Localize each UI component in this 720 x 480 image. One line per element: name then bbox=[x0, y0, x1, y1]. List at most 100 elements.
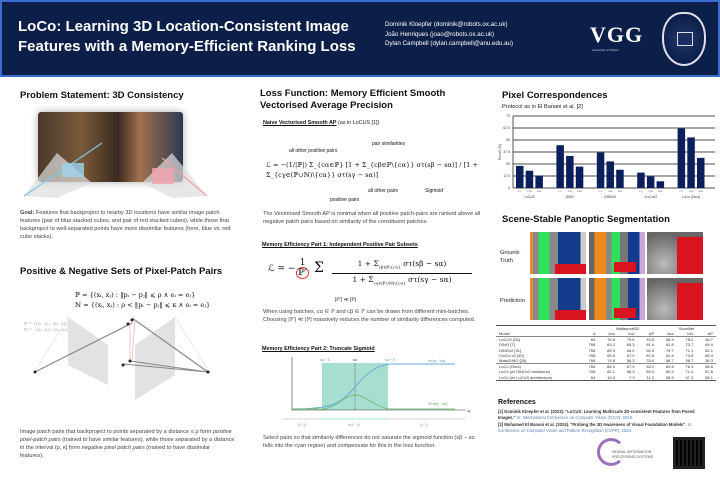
table-cell: 58.7 bbox=[665, 358, 674, 364]
diagram-positive-set: ℙ = {(x₁, x₂), (x₃, x₄)} bbox=[24, 321, 70, 326]
goal-text: Goal: Features that backproject to nearb… bbox=[20, 209, 235, 241]
category-label: CroCov2 bbox=[644, 195, 657, 199]
pairs-heading: Positive & Negative Sets of Pixel-Patch … bbox=[20, 266, 223, 277]
table-cell: 58.7 bbox=[685, 358, 694, 364]
vgg-logo-subtitle: University of Oxford bbox=[592, 48, 619, 52]
seg-image-pred-2 bbox=[589, 278, 645, 320]
col-header: IoU bbox=[687, 331, 694, 336]
plot-label-right: sα + δ bbox=[385, 358, 395, 362]
reference-2: [2] Mohamed El Banani et al. (2024). "Pr… bbox=[498, 422, 703, 435]
smooth-ap-description: The Vectorised Smooth AP is minimal when… bbox=[263, 211, 481, 225]
table-cell: 79.7 bbox=[665, 347, 674, 353]
table-cell: LoCo (w/ DINOv2 backbone) bbox=[499, 369, 551, 375]
vgg-logo: VGG bbox=[590, 22, 644, 47]
table-cell: 65.9 bbox=[607, 347, 615, 353]
references-heading: References bbox=[498, 399, 536, 406]
bar-sub-label: 30/60 bbox=[577, 191, 582, 193]
table-cell: 58.9 bbox=[665, 374, 674, 380]
caption-part: (trained to have dissimilar features). bbox=[20, 445, 211, 459]
bar-sub-label: 30/60 bbox=[537, 191, 542, 193]
bar-sub-label: 15/30 bbox=[567, 191, 572, 193]
goal-body: Features that backproject to nearby 3D l… bbox=[20, 210, 231, 240]
range-left: [0, 0] bbox=[298, 423, 306, 427]
x-axis-label: sγ bbox=[467, 409, 471, 413]
title-line-2: Features with a Memory-Efficient Ranking… bbox=[18, 38, 356, 55]
qr-code-icon[interactable] bbox=[673, 437, 705, 469]
bar bbox=[556, 145, 564, 188]
naive-label-row: Naive Vectorised Smooth AP (as in LoCUS … bbox=[263, 120, 379, 126]
caption-part: Image patch pairs that backproject to po… bbox=[20, 429, 213, 435]
poster-header bbox=[0, 0, 720, 77]
part2-label: Memory Efficiency Part 2: Truncate Sigmo… bbox=[262, 346, 375, 352]
bar bbox=[677, 128, 686, 188]
bar-sub-label: 0°/1° bbox=[518, 191, 522, 193]
naive-suffix: (as in LoCUS [1]) bbox=[336, 120, 380, 126]
bar bbox=[687, 137, 695, 188]
sigmoid-gradient-curve bbox=[292, 394, 455, 410]
bar bbox=[616, 169, 624, 188]
bar-sub-label: 0°/1° bbox=[679, 191, 683, 193]
bar-sub-label: 15/30 bbox=[689, 191, 694, 193]
y-tick-label: 50 bbox=[506, 138, 510, 142]
author-2: João Henriques (joao@robots.ox.ac.uk) bbox=[385, 30, 495, 38]
neurips-logo-text: NEURAL INFORMATION PROCESSING SYSTEMS bbox=[612, 450, 654, 459]
bar-sub-label: 15/30 bbox=[527, 191, 532, 193]
table-cell: 86.0 bbox=[607, 364, 615, 370]
table-cell: 768 bbox=[588, 358, 596, 364]
table-cell: 76.3 bbox=[685, 364, 694, 370]
author-list: Dominik Kloepfer (dominik@robots.ox.ac.u… bbox=[385, 20, 513, 49]
bar bbox=[656, 181, 665, 188]
naive-label: Naive Vectorised Smooth AP bbox=[263, 120, 337, 126]
table-cell: 36.3 bbox=[705, 358, 713, 364]
col-header: IoU bbox=[628, 331, 635, 336]
negative-set-formula: ℕ = {(xᵢ, xⱼ) : ρ < ‖pᵢ − pⱼ‖ ⩽ κ ∧ eᵢ =… bbox=[75, 301, 211, 309]
table-cell: 65.2 bbox=[607, 342, 615, 348]
table-cell: 84.2 bbox=[646, 364, 655, 370]
table-cell: 65.5 bbox=[607, 352, 615, 358]
table-cell: 67.9 bbox=[626, 364, 635, 370]
table-cell: 66.7 bbox=[705, 337, 713, 342]
table-cell: 79.6 bbox=[626, 337, 635, 342]
part2-text: Select pairs so that similarity differen… bbox=[263, 435, 475, 449]
table-cell: 81.6 bbox=[646, 342, 655, 348]
table-cell: 80.0 bbox=[646, 369, 655, 375]
table-cell: 87.8 bbox=[705, 369, 713, 375]
part1-label: Memory Efficiency Part 1: Independent Po… bbox=[262, 242, 418, 248]
table-cell: 40.5 bbox=[646, 337, 655, 342]
correspondences-heading: Pixel Correspondences bbox=[502, 90, 608, 101]
y-tick-label: 62.5 bbox=[503, 126, 510, 130]
table-cell: 87.8 bbox=[646, 352, 655, 358]
table-cell: 80.4 bbox=[665, 369, 674, 375]
seg-image-gt-3 bbox=[647, 232, 703, 274]
goal-label: Goal: bbox=[20, 210, 35, 216]
plot-label-mid: sα bbox=[353, 358, 357, 362]
table-cell: LoCUS [26] bbox=[499, 337, 520, 342]
reference-1-text: [1] Dominik Kloepfer et al. (2023). "LoC… bbox=[498, 409, 695, 421]
table-cell: 71.4 bbox=[685, 369, 694, 375]
table-cell: 47.3 bbox=[685, 374, 694, 380]
bar-sub-label: 15/30 bbox=[648, 191, 653, 193]
anno-sigmoid: Sigmoid bbox=[425, 188, 444, 194]
table-cell: 33.0 bbox=[646, 358, 655, 364]
table-cell: 73.7 bbox=[685, 342, 694, 348]
table-cell: 83.5 bbox=[665, 364, 674, 370]
bar-sub-label: 15/30 bbox=[608, 191, 613, 193]
bar bbox=[606, 161, 614, 188]
table-cell: 58.3 bbox=[626, 369, 635, 375]
table-cell: DINOv2 [31] bbox=[499, 347, 522, 353]
table-cell: 82.1 bbox=[705, 347, 713, 353]
pairs-caption: Image patch pairs that backproject to po… bbox=[20, 428, 235, 460]
table-cell: 11.2 bbox=[646, 374, 655, 380]
bar bbox=[637, 172, 645, 188]
col-header: Acc bbox=[608, 331, 615, 336]
table-cell: 7.3 bbox=[628, 374, 635, 380]
table-cell: 768 bbox=[588, 342, 596, 348]
pair-set-formulas: ℙ = {(xᵢ, xⱼ) : ‖pᵢ − pⱼ‖ ⩽ ρ ∧ eᵢ = eⱼ}… bbox=[75, 290, 210, 310]
part1-annotation: |ℙ'| ≪ |ℙ| bbox=[335, 297, 357, 303]
seg-image-pred-3 bbox=[647, 278, 703, 320]
